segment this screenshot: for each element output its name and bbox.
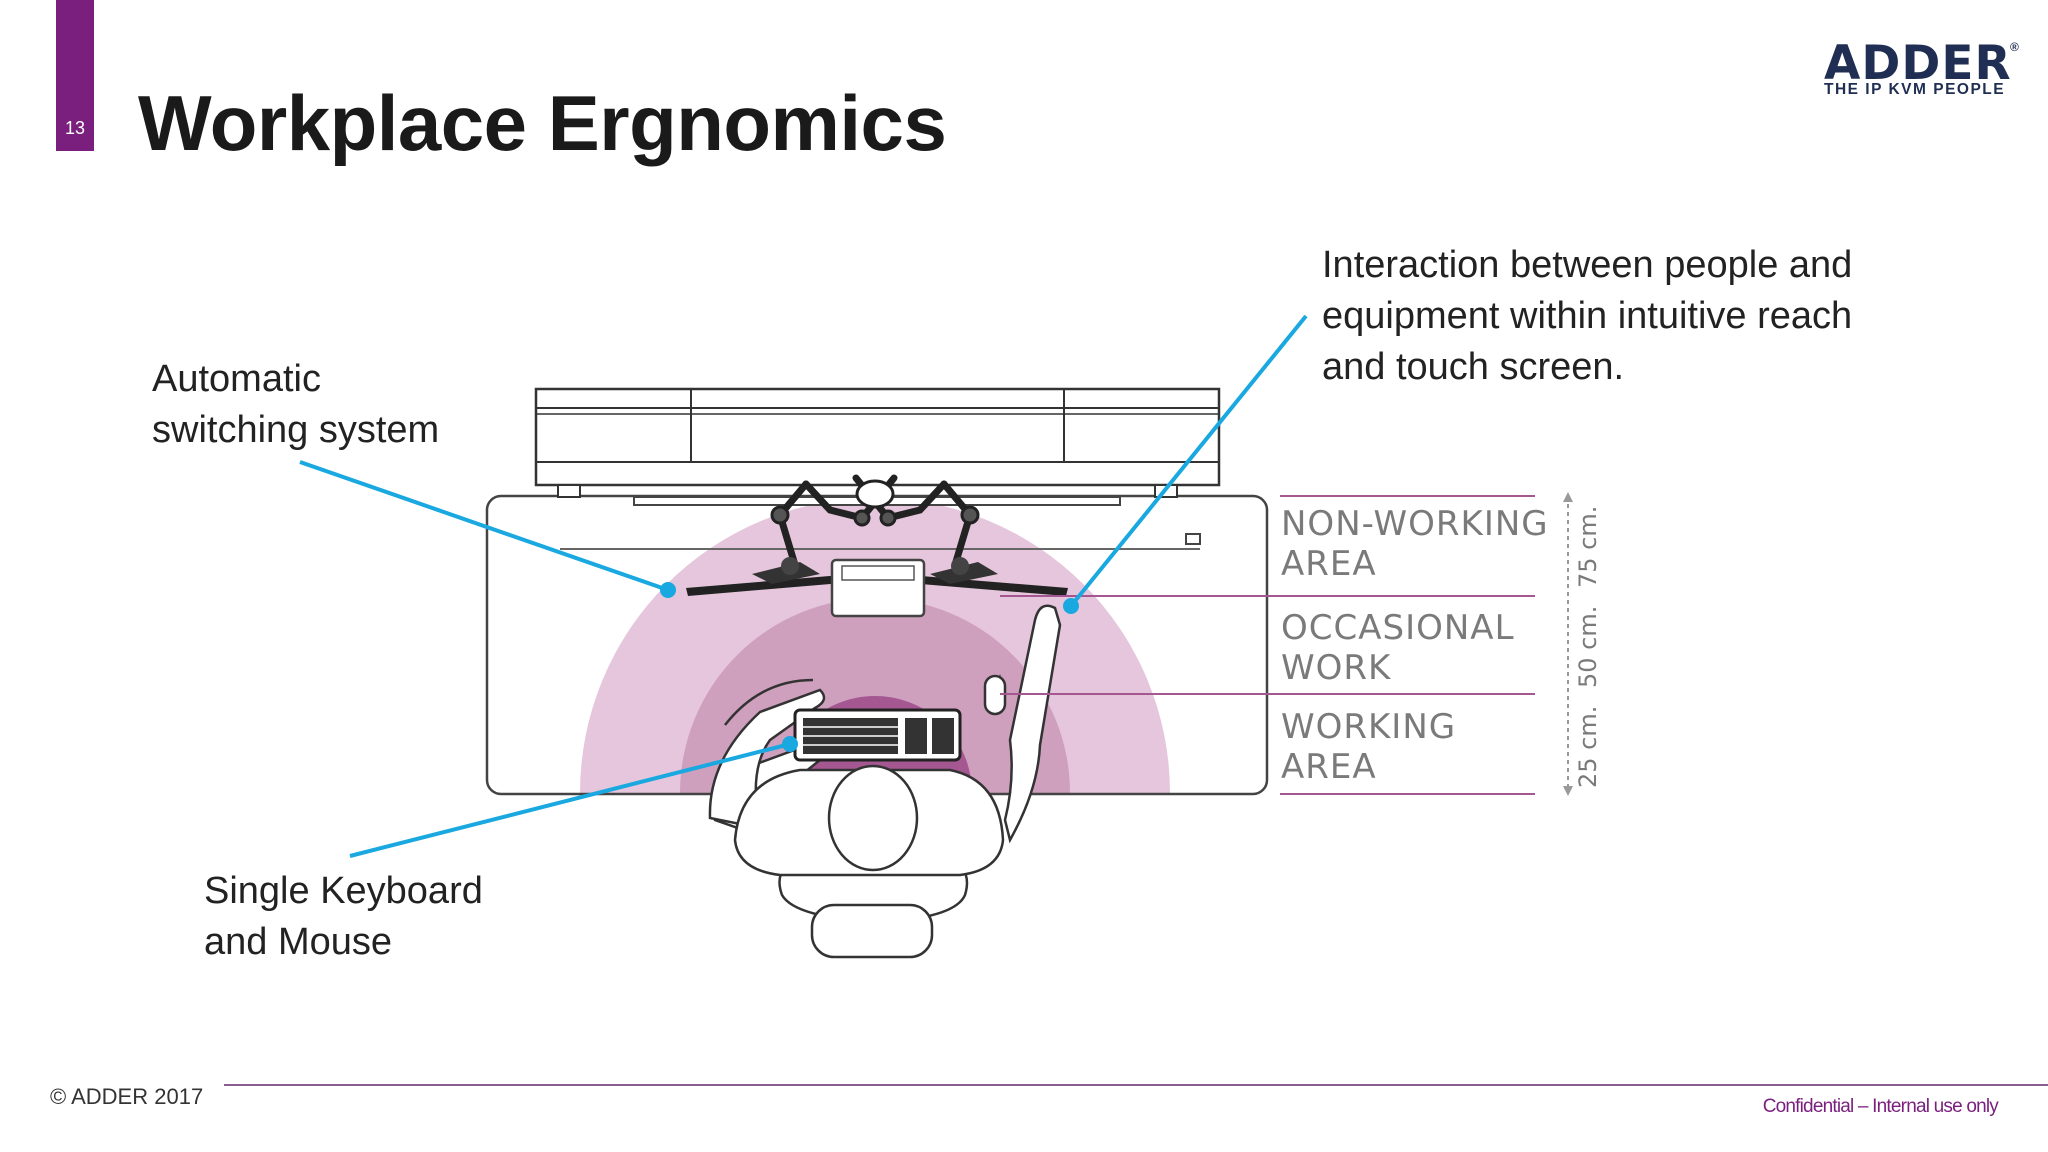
desk-port-icon: [1185, 533, 1201, 545]
footer-confidential: Confidential – Internal use only: [1762, 1096, 1999, 1117]
control-console: [534, 387, 1221, 506]
distance-75cm: 75 cm.: [1574, 506, 1602, 588]
distance-50cm: 50 cm.: [1574, 606, 1602, 688]
zone-label-nonworking-line2: AREA: [1281, 544, 1377, 584]
page-number-tab: [56, 0, 94, 151]
zone-dividers: [1000, 495, 1535, 795]
monitor-arms: [770, 474, 980, 569]
zone-label-working-line1: WORKING: [1281, 707, 1456, 747]
leader-dot-keyboard: [782, 736, 798, 752]
callout-interaction: Interaction between people and equipment…: [1322, 244, 1853, 388]
logo-registered-mark: ®: [2010, 40, 2019, 54]
leader-switching: [299, 460, 669, 592]
slide-title: Workplace Ergnomics: [138, 79, 947, 167]
seated-person: [708, 604, 1062, 959]
leader-dot-interaction: [1063, 598, 1079, 614]
leader-dot-switching: [660, 582, 676, 598]
footer-copyright: © ADDER 2017: [50, 1084, 204, 1109]
logo-wordmark: ADDER: [1824, 36, 2012, 91]
leader-keyboard: [349, 742, 791, 858]
distance-25cm: 25 cm.: [1574, 706, 1602, 788]
zone-label-nonworking-line1: NON-WORKING: [1281, 504, 1549, 544]
adder-logo: ADDER ® THE IP KVM PEOPLE: [1818, 36, 2019, 106]
logo-tagline: THE IP KVM PEOPLE: [1824, 81, 2006, 98]
zone-label-working-line2: AREA: [1281, 747, 1377, 787]
callout-switching-system: Automatic switching system: [152, 358, 440, 451]
page-number: 13: [64, 118, 86, 138]
callout-leaders: [299, 314, 1308, 858]
keyboard: [793, 708, 962, 762]
footer-divider: [224, 1084, 2048, 1086]
callout-keyboard-mouse: Single Keyboard and Mouse: [204, 870, 483, 963]
zone-label-occasional-line1: OCCASIONAL: [1281, 608, 1515, 648]
dual-monitors: [686, 557, 1068, 618]
distance-scale: 75 cm. 50 cm. 25 cm.: [1563, 492, 1602, 796]
leader-interaction: [1069, 314, 1308, 608]
zone-label-occasional-line2: WORK: [1281, 648, 1392, 688]
zone-middle: [680, 598, 1070, 793]
